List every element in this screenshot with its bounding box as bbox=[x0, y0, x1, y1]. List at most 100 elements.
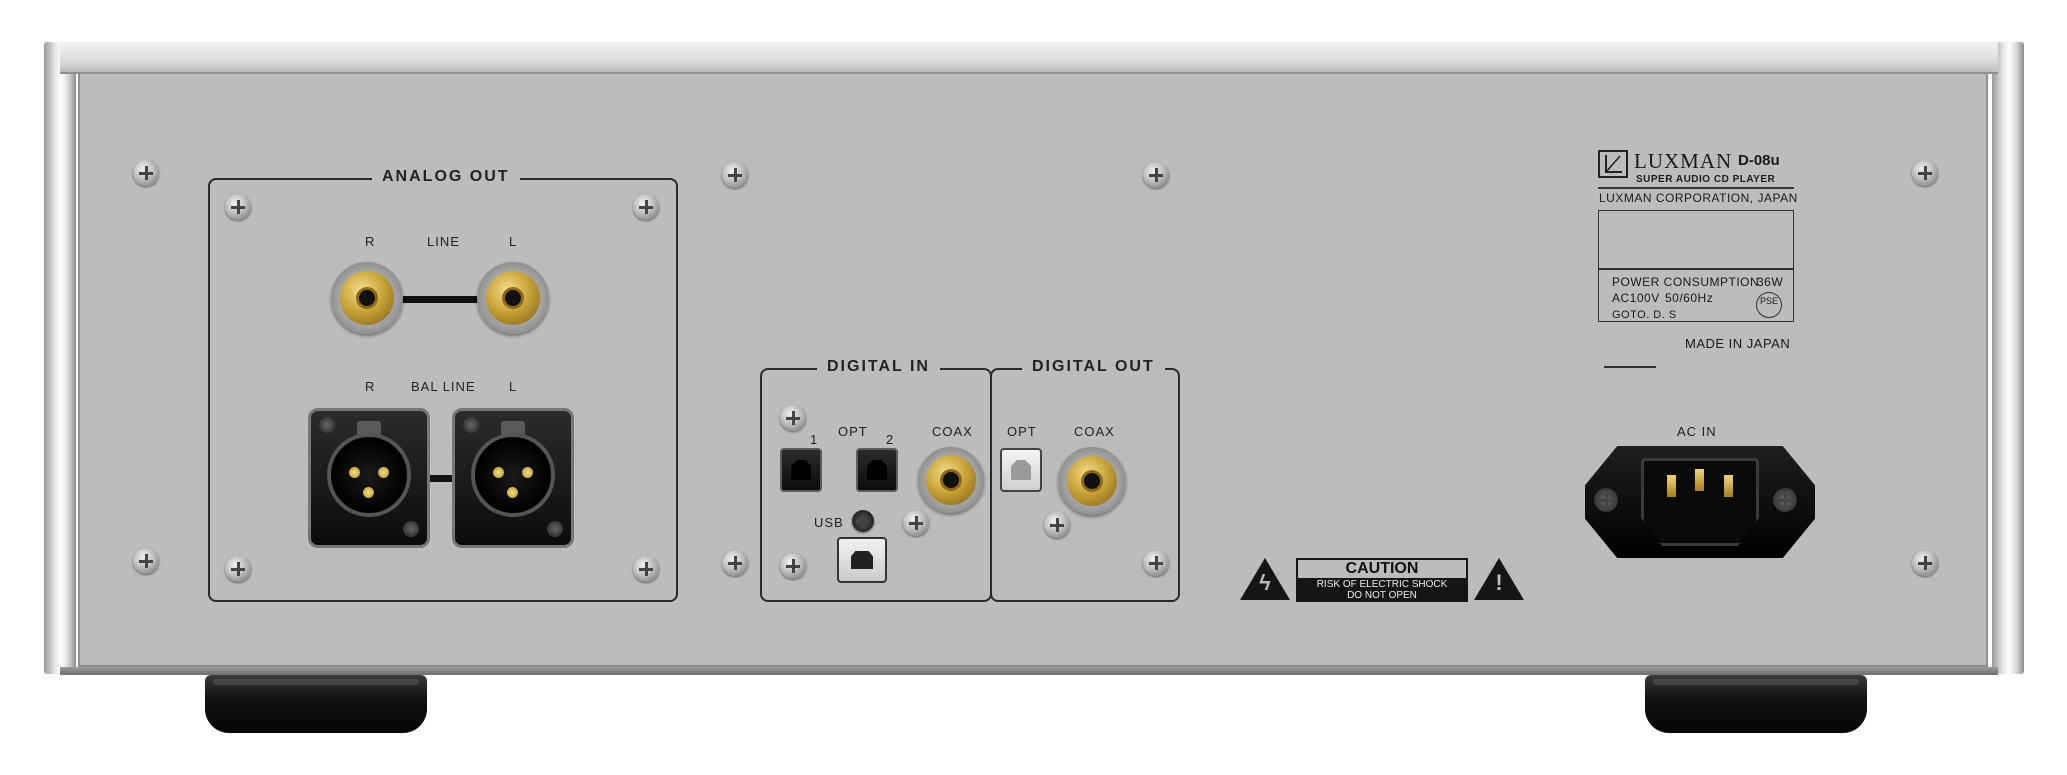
ac-pin-icon bbox=[1724, 475, 1733, 497]
xlr-l-output-jack[interactable] bbox=[452, 408, 574, 548]
panel-screw-icon bbox=[1143, 162, 1169, 188]
xlr-pin-icon bbox=[363, 487, 374, 498]
pse-mark-text: PSE bbox=[1759, 296, 1778, 306]
ac-inlet-screw-icon bbox=[1594, 488, 1618, 512]
xlr-bridge bbox=[422, 475, 462, 482]
rca-gold-ring-icon bbox=[1067, 456, 1117, 506]
rca-gold-ring-icon bbox=[486, 271, 540, 325]
ac-pin-icon bbox=[1695, 469, 1704, 491]
line-r-label: R bbox=[365, 234, 376, 249]
panel-screw-icon bbox=[722, 162, 748, 188]
xlr-screw-icon bbox=[547, 521, 563, 537]
nameplate-divider bbox=[1598, 187, 1794, 189]
power-consumption-label: POWER CONSUMPTION bbox=[1612, 275, 1760, 289]
ac-in-label: AC IN bbox=[1677, 424, 1717, 439]
power-spec-box bbox=[1598, 268, 1794, 322]
ac-frequency-value: 50/60Hz bbox=[1665, 291, 1714, 305]
section-screw-icon bbox=[1044, 512, 1070, 538]
optical-input-1-jack[interactable] bbox=[780, 448, 822, 492]
xlr-screw-icon bbox=[463, 417, 479, 433]
opt-2-number: 2 bbox=[886, 432, 895, 447]
section-screw-icon bbox=[225, 194, 251, 220]
line-l-label: L bbox=[509, 234, 518, 249]
panel-screw-icon bbox=[1912, 160, 1938, 186]
left-side-rail bbox=[44, 42, 76, 674]
bal-line-label: BAL LINE bbox=[411, 379, 476, 394]
top-cover-edge bbox=[60, 42, 1998, 74]
product-subtitle: SUPER AUDIO CD PLAYER bbox=[1636, 174, 1776, 185]
serial-box bbox=[1598, 210, 1794, 270]
electric-shock-warning-icon: ϟ bbox=[1240, 558, 1290, 600]
xlr-pin-icon bbox=[493, 467, 504, 478]
ac-pin-icon bbox=[1667, 475, 1676, 497]
section-screw-icon bbox=[633, 556, 659, 582]
caution-line-1: RISK OF ELECTRIC SHOCK bbox=[1316, 579, 1448, 590]
bottom-chassis-lip bbox=[60, 667, 1998, 675]
optical-input-2-jack[interactable] bbox=[856, 448, 898, 492]
coax-in-label: COAX bbox=[932, 424, 973, 439]
inspector-stamp: GOTO. D. S bbox=[1612, 309, 1677, 321]
digital-in-title: DIGITAL IN bbox=[817, 357, 940, 377]
opt-1-number: 1 bbox=[810, 432, 819, 447]
section-screw-icon bbox=[633, 194, 659, 220]
xlr-pin-icon bbox=[349, 467, 360, 478]
coax-output-jack[interactable] bbox=[1058, 447, 1126, 515]
xlr-pin-icon bbox=[522, 467, 533, 478]
section-screw-icon bbox=[903, 510, 929, 536]
digital-out-title: DIGITAL OUT bbox=[1022, 357, 1165, 377]
rca-bridge bbox=[395, 296, 490, 303]
model-number: D-08u bbox=[1738, 152, 1780, 169]
usb-label: USB bbox=[814, 515, 844, 530]
panel-screw-icon bbox=[1143, 550, 1169, 576]
usb-screw-icon bbox=[852, 510, 874, 532]
coax-out-label: COAX bbox=[1074, 424, 1115, 439]
rca-gold-ring-icon bbox=[926, 455, 976, 505]
panel-screw-icon bbox=[133, 160, 159, 186]
ac-inlet-screw-icon bbox=[1773, 488, 1797, 512]
xlr-screw-icon bbox=[403, 521, 419, 537]
right-side-rail bbox=[1992, 42, 2024, 674]
brand-name: LUXMAN bbox=[1634, 149, 1733, 173]
bal-r-label: R bbox=[365, 379, 376, 394]
nameplate-mark-line bbox=[1604, 366, 1656, 368]
luxman-logo-icon bbox=[1598, 150, 1628, 178]
made-in-label: MADE IN JAPAN bbox=[1685, 336, 1791, 351]
rca-hole-icon bbox=[943, 472, 959, 488]
xlr-screw-icon bbox=[319, 417, 335, 433]
xlr-pin-icon bbox=[507, 487, 518, 498]
rca-l-output-jack[interactable] bbox=[477, 262, 549, 334]
right-foot bbox=[1645, 675, 1867, 733]
section-screw-icon bbox=[225, 556, 251, 582]
section-screw-icon bbox=[780, 553, 806, 579]
caution-line-2: DO NOT OPEN bbox=[1347, 590, 1417, 601]
xlr-pin-icon bbox=[378, 467, 389, 478]
panel-screw-icon bbox=[722, 550, 748, 576]
usb-input-port[interactable] bbox=[837, 537, 887, 583]
bal-l-label: L bbox=[509, 379, 518, 394]
corporation-name: LUXMAN CORPORATION, JAPAN bbox=[1599, 191, 1798, 205]
rca-hole-icon bbox=[1084, 473, 1100, 489]
xlr-socket-icon bbox=[327, 433, 411, 517]
rca-r-output-jack[interactable] bbox=[331, 262, 403, 334]
rca-hole-icon bbox=[505, 290, 521, 306]
rca-hole-icon bbox=[359, 290, 375, 306]
ac-power-inlet[interactable] bbox=[1641, 458, 1759, 546]
line-label: LINE bbox=[427, 234, 460, 249]
ac-voltage-label: AC100V bbox=[1612, 291, 1660, 305]
panel-screw-icon bbox=[1912, 550, 1938, 576]
opt-in-label: OPT bbox=[838, 424, 868, 439]
caution-label: CAUTION RISK OF ELECTRIC SHOCK DO NOT OP… bbox=[1296, 558, 1468, 602]
opt-out-label: OPT bbox=[1007, 424, 1037, 439]
panel-screw-icon bbox=[133, 548, 159, 574]
power-consumption-value: 36W bbox=[1757, 275, 1784, 289]
caution-title: CAUTION bbox=[1298, 560, 1466, 578]
pse-mark-icon: PSE bbox=[1756, 292, 1782, 318]
optical-output-jack[interactable] bbox=[1000, 448, 1042, 492]
xlr-socket-icon bbox=[471, 433, 555, 517]
left-foot bbox=[205, 675, 427, 733]
coax-input-jack[interactable] bbox=[918, 447, 984, 513]
rca-gold-ring-icon bbox=[340, 271, 394, 325]
section-screw-icon bbox=[780, 405, 806, 431]
xlr-r-output-jack[interactable] bbox=[308, 408, 430, 548]
exclamation-warning-icon: ! bbox=[1474, 558, 1524, 600]
